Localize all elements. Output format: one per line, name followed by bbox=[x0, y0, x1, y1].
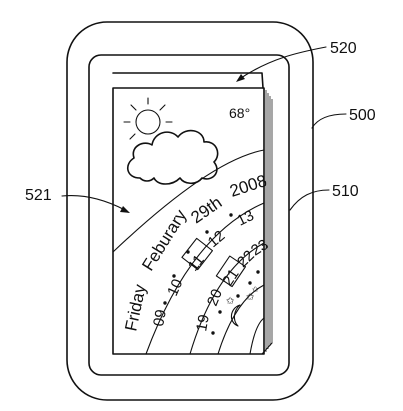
display-page bbox=[112, 87, 265, 355]
day-text: 29th bbox=[187, 193, 225, 228]
label-520: 520 bbox=[330, 40, 357, 57]
arrowhead bbox=[120, 206, 130, 213]
ring2-date: 19 bbox=[193, 313, 213, 332]
arrowhead bbox=[236, 74, 245, 82]
calendar-dots bbox=[163, 213, 260, 335]
month-text: Feburary bbox=[138, 206, 190, 274]
ring2-date: 20 bbox=[204, 287, 226, 309]
sun-icon bbox=[123, 97, 173, 140]
selected-date-box bbox=[215, 255, 247, 288]
moon-icon bbox=[230, 304, 241, 327]
temperature-text: 68° bbox=[229, 105, 250, 121]
label-521: 521 bbox=[25, 187, 52, 204]
star-icon: ✩ bbox=[246, 292, 255, 303]
weekday-text: Friday bbox=[121, 282, 150, 333]
star-icon: ✩ bbox=[252, 285, 259, 294]
star-icon: ✩ bbox=[226, 296, 235, 307]
calendar-arcs bbox=[112, 149, 265, 355]
ring1-date: 13 bbox=[234, 207, 256, 230]
ring1-date: 10 bbox=[164, 276, 186, 298]
ring1-date: 09 bbox=[150, 308, 170, 327]
label-500: 500 bbox=[349, 107, 376, 124]
year-text: 2008 bbox=[227, 171, 269, 201]
selected-date-box bbox=[181, 237, 214, 271]
ring2-date-selected: 21 bbox=[219, 266, 242, 289]
ring2-date: 23 bbox=[248, 236, 271, 259]
calendar-text: Friday Feburary 29th 2008 09 10 11 12 13… bbox=[121, 171, 271, 333]
cloud-icon bbox=[127, 129, 219, 185]
device-screen-frame bbox=[88, 54, 290, 376]
device-outer-body bbox=[66, 21, 314, 401]
label-510: 510 bbox=[332, 183, 359, 200]
ring1-date-selected: 11 bbox=[185, 252, 208, 275]
